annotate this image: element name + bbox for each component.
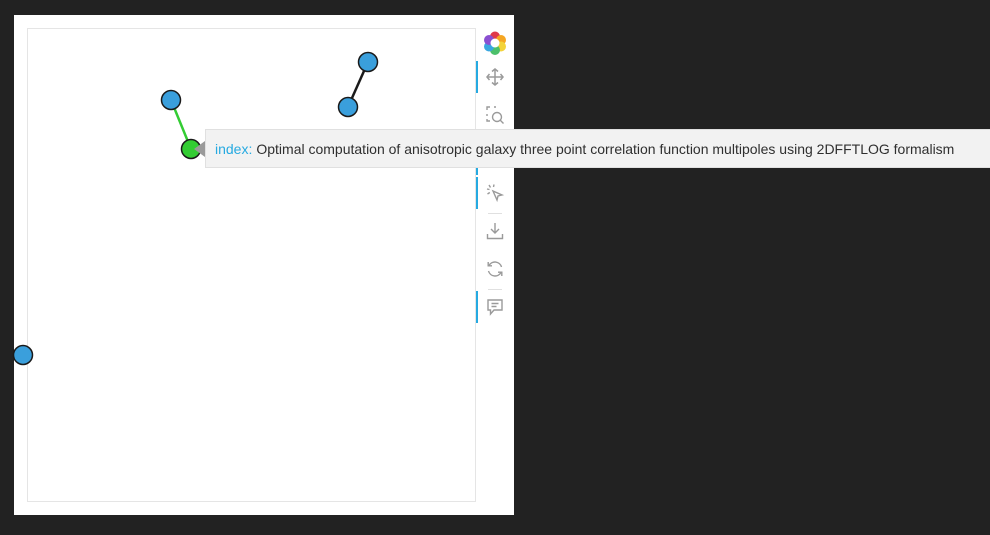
- graph-node[interactable]: [12, 344, 34, 366]
- tooltip-value: Optimal computation of anisotropic galax…: [256, 140, 955, 157]
- box-zoom-icon: [486, 106, 504, 124]
- tap-icon: [486, 184, 505, 203]
- toolbar-divider: [488, 213, 502, 214]
- box-zoom-tool[interactable]: [476, 97, 514, 133]
- bokeh-logo-icon: [484, 31, 506, 55]
- toolbar: [476, 25, 514, 345]
- hover-tool[interactable]: [476, 289, 514, 325]
- save-icon: [486, 223, 504, 240]
- hover-icon: [487, 299, 503, 316]
- pan-tool[interactable]: [476, 59, 514, 95]
- save-tool[interactable]: [476, 213, 514, 249]
- toolbar-divider: [488, 289, 502, 290]
- reset-tool[interactable]: [476, 251, 514, 287]
- plot-area[interactable]: [27, 28, 476, 502]
- hover-tooltip: index: Optimal computation of anisotropi…: [205, 129, 990, 168]
- graph-node[interactable]: [357, 51, 379, 73]
- bokeh-logo[interactable]: [476, 25, 514, 61]
- tooltip-label: index:: [215, 140, 253, 157]
- graph-node[interactable]: [337, 96, 359, 118]
- network-graph[interactable]: [12, 15, 514, 515]
- bokeh-figure: [12, 15, 514, 515]
- tooltip-arrow: [194, 141, 205, 157]
- tap-tool[interactable]: [476, 175, 514, 211]
- reset-icon: [487, 261, 503, 277]
- pan-icon: [486, 68, 504, 86]
- graph-node[interactable]: [160, 89, 182, 111]
